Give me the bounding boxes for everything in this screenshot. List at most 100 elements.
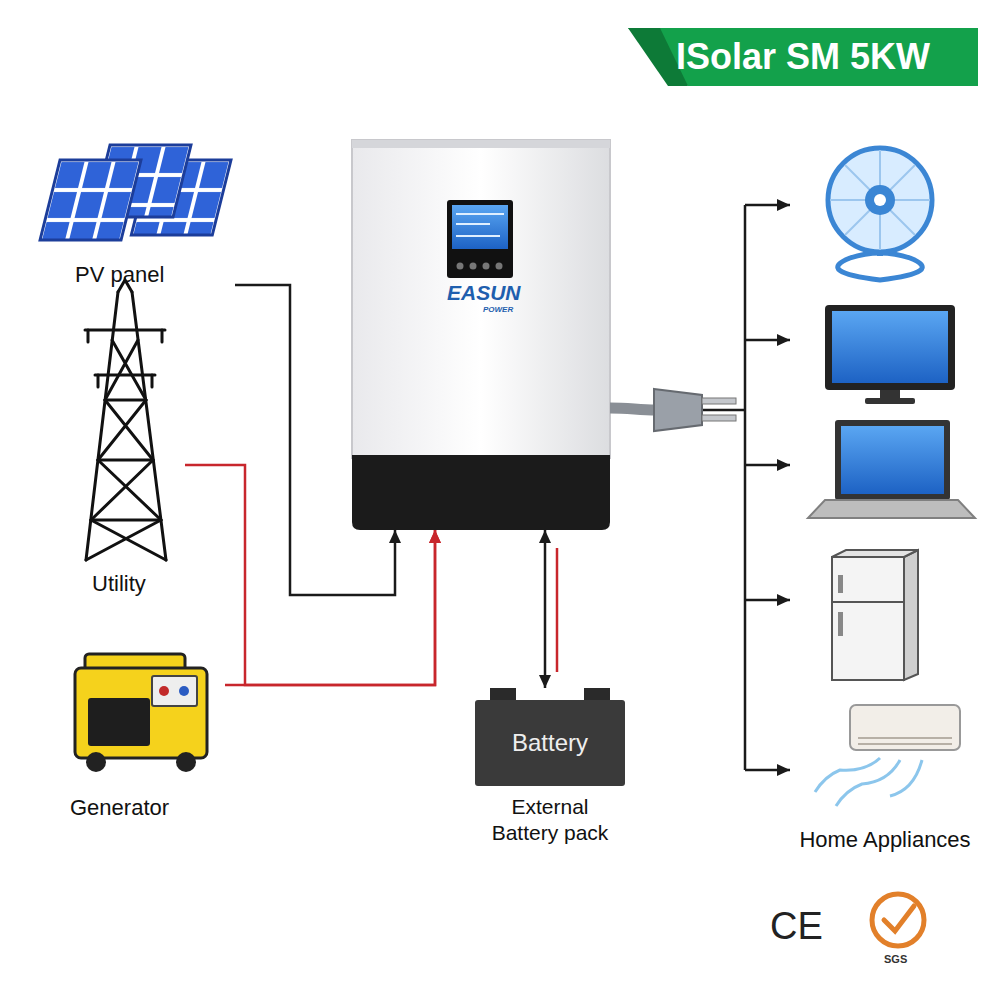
inverter-node: EASUNPOWER — [352, 140, 610, 530]
fridge-icon-part — [832, 550, 918, 557]
fridge-icon-part — [904, 550, 918, 680]
arrow-head — [777, 594, 790, 606]
inverter-body-part — [447, 200, 513, 278]
arrow-head — [777, 334, 790, 346]
connector-line — [556, 548, 559, 672]
title-text: ISolar SM 5KW — [676, 37, 930, 77]
arrow-head — [777, 459, 790, 471]
utility-tower-icon-part — [86, 520, 166, 560]
generator-icon-part — [88, 698, 150, 746]
air-conditioner-icon-part — [890, 760, 922, 796]
node-label: Generator — [70, 795, 169, 821]
air-conditioner-icon-part — [850, 705, 960, 750]
utility-tower-icon-part — [105, 340, 146, 400]
air-conditioner-icon-part — [815, 758, 880, 792]
fridge-icon-part — [838, 575, 843, 593]
generator-icon-part — [86, 752, 106, 772]
node-caption: External Battery pack — [480, 794, 620, 846]
utility-tower-icon-part — [91, 400, 161, 520]
fridge-icon-part — [832, 557, 904, 680]
laptop-icon-part — [835, 420, 950, 500]
solar-panel-icon-part — [40, 160, 141, 240]
plug-icon-part — [702, 398, 736, 404]
inverter-body-part — [352, 140, 610, 458]
inverter-body-part — [352, 140, 610, 148]
sgs-logo-part — [884, 906, 914, 931]
connector-line — [544, 530, 547, 688]
fan-icon-part — [828, 148, 932, 252]
inverter-body-part — [352, 455, 610, 530]
utility-tower-icon-part — [98, 400, 153, 460]
generator-icon-part — [176, 752, 196, 772]
fridge-icon-part — [838, 612, 843, 636]
plug-icon-part — [702, 415, 736, 421]
sgs-logo — [872, 894, 924, 946]
brand-logo: EASUN — [447, 281, 521, 305]
fan-icon-part — [838, 253, 923, 280]
fan-icon — [828, 148, 932, 280]
arrow-head — [777, 764, 790, 776]
inverter-body-part — [496, 263, 503, 270]
air-conditioner-icon-part — [836, 760, 900, 806]
fan-icon-part — [830, 150, 930, 250]
inverter-body-part — [457, 263, 464, 270]
laptop-icon-part — [841, 426, 944, 494]
utility-tower-icon-part — [85, 329, 165, 332]
utility-tower-icon-part — [91, 460, 161, 520]
arrow-head — [429, 530, 441, 543]
connector-line — [744, 205, 747, 770]
arrow-head — [389, 530, 401, 543]
connector-line — [225, 530, 435, 685]
connector — [539, 530, 557, 688]
inverter-body-part — [483, 263, 490, 270]
title-banner-part — [628, 28, 978, 86]
solar-panel-icon-part — [40, 160, 141, 240]
battery-body: Battery — [475, 700, 625, 786]
generator-node: Generator — [60, 645, 225, 827]
pv-panel-node: PV panel — [40, 140, 235, 300]
tv-icon-part — [880, 390, 900, 398]
generator-icon — [75, 654, 207, 772]
connector — [610, 199, 790, 776]
tv-icon-part — [865, 398, 915, 404]
inverter-body — [352, 140, 610, 530]
plug-icon — [610, 389, 736, 431]
plug-icon-part — [610, 408, 656, 410]
title-banner — [628, 28, 978, 86]
appliances-node: Home Appliances — [790, 150, 984, 862]
arrow-head — [429, 530, 441, 543]
arrow-head — [539, 530, 551, 543]
brand-subtitle: POWER — [483, 305, 513, 315]
arrow-head — [539, 675, 551, 688]
fridge-icon — [832, 550, 918, 680]
generator-icon-part — [179, 686, 189, 696]
laptop-icon — [808, 420, 975, 518]
utility-tower-icon-part — [88, 330, 162, 387]
generator-icon-part — [75, 668, 207, 758]
node-label: Utility — [92, 571, 146, 597]
laptop-icon-part — [808, 500, 975, 518]
tv-icon — [825, 305, 955, 404]
fan-icon-part — [874, 194, 886, 206]
fridge-icon-part — [832, 601, 904, 603]
air-conditioner-icon-part — [858, 738, 952, 744]
inverter-body-part — [452, 205, 508, 249]
fan-icon-part — [865, 185, 895, 215]
utility-tower-icon — [85, 280, 166, 560]
inverter-body-part — [456, 214, 504, 236]
air-conditioner-icon — [815, 705, 960, 806]
certification-mark: CE — [770, 904, 823, 948]
generator-icon-part — [152, 676, 197, 706]
battery-text: Battery — [512, 729, 588, 757]
node-label: Home Appliances — [790, 827, 980, 853]
certification-text: SGS — [884, 953, 907, 966]
node-label: PV panel — [75, 262, 164, 288]
utility-node: Utility — [70, 285, 185, 603]
tv-icon-part — [832, 311, 948, 383]
utility-tower-icon-part — [95, 374, 155, 377]
plug-icon-part — [654, 389, 702, 431]
generator-icon-part — [159, 686, 169, 696]
solar-panel-icon — [40, 145, 231, 240]
sgs-logo-part — [872, 894, 924, 946]
